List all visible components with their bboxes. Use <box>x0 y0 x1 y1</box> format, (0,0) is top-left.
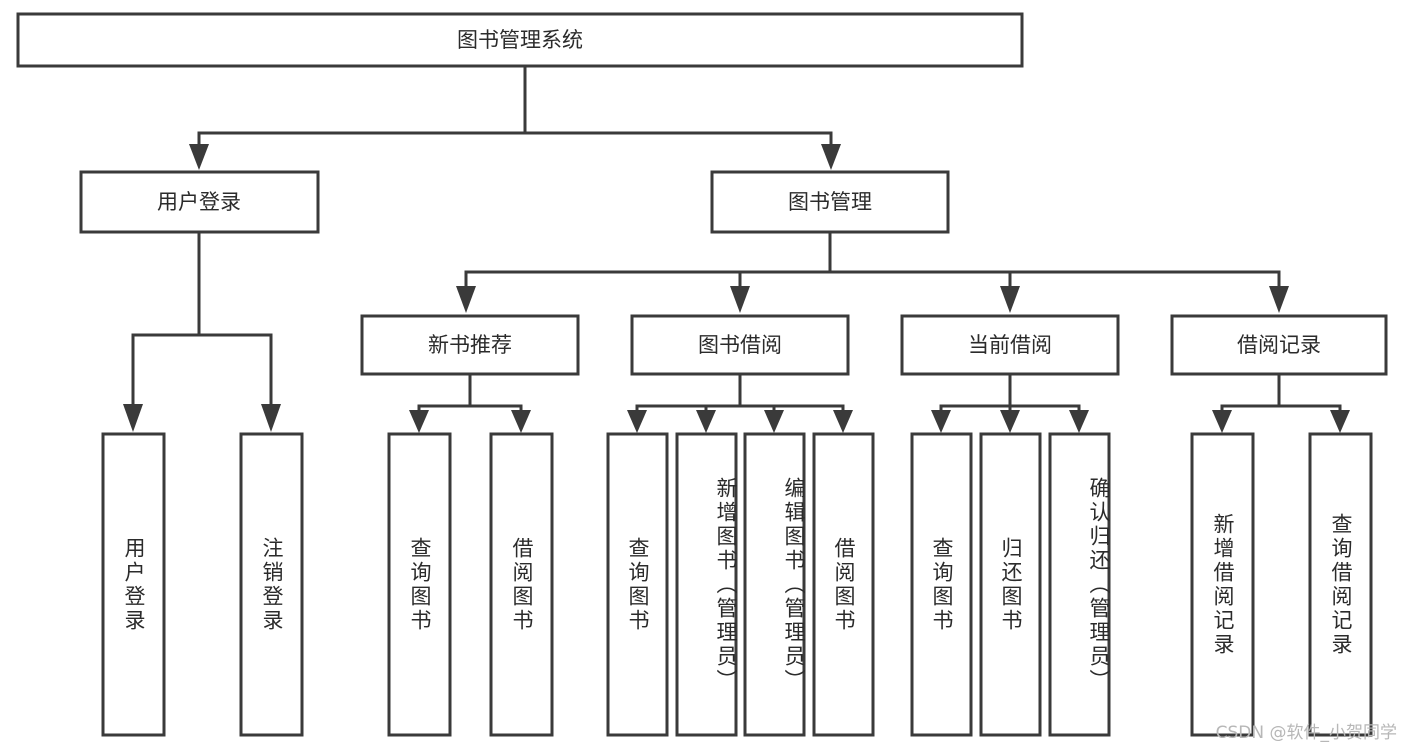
leaf-box-query-book-2[interactable] <box>606 432 669 737</box>
node-root-label: 图书管理系统 <box>457 28 583 52</box>
node-book-borrow-box[interactable] <box>630 314 850 376</box>
node-current-borrow[interactable]: 当前借阅 <box>900 314 1120 376</box>
leaf-box-add-book[interactable] <box>675 432 738 737</box>
leaf-box-edit-book[interactable] <box>743 432 806 737</box>
leaf-box-return-book[interactable] <box>979 432 1042 737</box>
watermark-text: CSDN @软件_小贺同学 <box>1215 723 1397 743</box>
node-user-login-label: 用户登录 <box>157 190 241 214</box>
arrow-head-leaf-user-login <box>123 404 143 432</box>
node-root[interactable]: 图书管理系统 <box>16 12 1024 68</box>
arrow-head-user-login <box>189 144 209 170</box>
leaf-box-confirm-return[interactable] <box>1048 432 1111 737</box>
arrow-head-current-borrow <box>1000 286 1020 313</box>
node-book-manage-label: 图书管理 <box>788 190 872 214</box>
arrow-head-leaf-query-record <box>1330 410 1350 433</box>
node-book-manage-box[interactable] <box>710 170 950 234</box>
arrow-head-leaf-borrow-book-1 <box>511 410 531 433</box>
arrow-head-leaf-query-book-2 <box>627 410 647 433</box>
node-new-book-recommend-box[interactable] <box>360 314 580 376</box>
arrow-head-leaf-return-book <box>1000 410 1020 433</box>
arrow-head-leaf-borrow-book-2 <box>833 410 853 433</box>
arrow-head-book-manage <box>821 144 841 170</box>
leaf-box-user-login[interactable] <box>101 432 166 737</box>
node-book-borrow-label: 图书借阅 <box>698 333 782 357</box>
node-borrow-record-label: 借阅记录 <box>1237 333 1321 357</box>
arrow-head-book-borrow <box>730 286 750 313</box>
leaf-box-query-record[interactable] <box>1308 432 1373 737</box>
leaf-box-user-logout[interactable] <box>239 432 304 737</box>
arrow-head-new-book-recommend <box>456 286 476 313</box>
leaf-box-query-book-3[interactable] <box>910 432 973 737</box>
arrow-head-leaf-confirm-return <box>1069 410 1089 433</box>
node-root-box[interactable] <box>16 12 1024 68</box>
node-current-borrow-box[interactable] <box>900 314 1120 376</box>
arrow-head-leaf-add-book <box>696 410 716 433</box>
node-borrow-record-box[interactable] <box>1170 314 1388 376</box>
node-new-book-recommend[interactable]: 新书推荐 <box>360 314 580 376</box>
leaf-box-borrow-book-1[interactable] <box>489 432 554 737</box>
arrow-head-leaf-query-book-1 <box>409 410 429 433</box>
arrow-head-borrow-record <box>1269 286 1289 313</box>
node-current-borrow-label: 当前借阅 <box>968 333 1052 357</box>
arrow-head-leaf-query-book-3 <box>931 410 951 433</box>
leaf-box-query-book-1[interactable] <box>387 432 452 737</box>
leaf-box-add-record[interactable] <box>1190 432 1255 737</box>
node-borrow-record[interactable]: 借阅记录 <box>1170 314 1388 376</box>
node-new-book-recommend-label: 新书推荐 <box>428 333 512 357</box>
node-book-manage[interactable]: 图书管理 <box>710 170 950 234</box>
arrow-head-leaf-user-logout <box>261 404 281 432</box>
node-user-login[interactable]: 用户登录 <box>79 170 320 234</box>
node-book-borrow[interactable]: 图书借阅 <box>630 314 850 376</box>
leaf-box-borrow-book-2[interactable] <box>812 432 875 737</box>
arrow-head-leaf-edit-book <box>764 410 784 433</box>
arrow-head-leaf-add-record <box>1212 410 1232 433</box>
